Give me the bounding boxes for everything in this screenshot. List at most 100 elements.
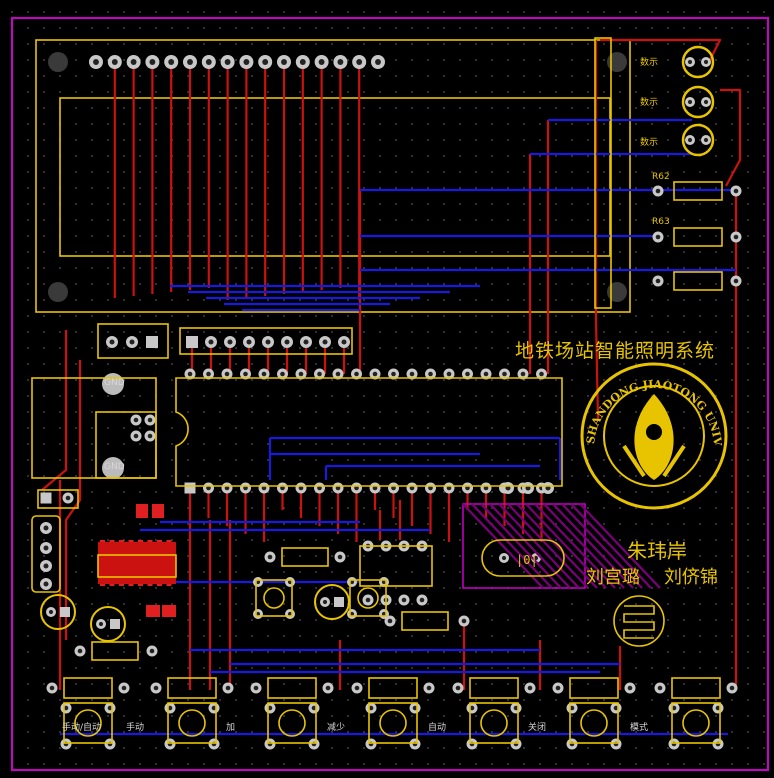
pad-hole (149, 59, 156, 65)
pad-hole (262, 59, 269, 65)
mount-hole (48, 282, 68, 302)
author-2: 刘宫璐 (586, 567, 640, 588)
pad-hole (298, 485, 304, 491)
hatch-line (579, 503, 661, 589)
smd-pad (136, 504, 148, 518)
right-trace (720, 88, 742, 187)
pad-hole (205, 59, 212, 65)
pad-hole (77, 648, 83, 654)
pad-hole (287, 579, 293, 585)
pad-hole (387, 618, 393, 624)
pad-hole (317, 485, 322, 491)
pad-hole (243, 371, 248, 377)
pad-hole (687, 59, 693, 65)
pad-hole (298, 371, 304, 377)
hatch-line (543, 503, 625, 589)
button-label: 自动 (428, 723, 447, 733)
pad-hole (446, 371, 452, 377)
pad-hole (267, 554, 273, 560)
pad-hole (455, 685, 461, 691)
pad-hole (354, 371, 359, 377)
small-button (349, 579, 387, 617)
button-label: 加 (226, 723, 236, 733)
resistor (673, 271, 723, 291)
pad-hole (341, 339, 347, 345)
pad-hole (555, 685, 561, 691)
pad-hole (354, 485, 359, 491)
logo-emblem-legs (622, 444, 686, 478)
pad-hole (224, 59, 231, 65)
pad-hole (381, 579, 387, 585)
pad-hole (372, 485, 378, 491)
hatch-line (570, 503, 652, 589)
ldr-zigzag (623, 605, 655, 639)
right-trace (600, 38, 722, 61)
pad-hole (261, 485, 267, 491)
crystal-mark: |0| (516, 553, 538, 567)
small-button-cap (357, 587, 379, 609)
pad-hole (539, 371, 544, 377)
pad-hole (655, 278, 661, 284)
pad-hole (43, 525, 49, 531)
push-button-cap (480, 709, 508, 737)
pad-hole (281, 59, 287, 65)
lower-trace (41, 330, 68, 491)
pad-hole (243, 485, 248, 491)
pad-hole (715, 705, 721, 711)
pad-hole (43, 581, 49, 587)
pad-hole (287, 611, 293, 617)
pad-hole (227, 339, 233, 345)
pad-hole (412, 705, 418, 711)
pad-hole (246, 339, 252, 345)
pad-hole (211, 705, 217, 711)
hatch-line (552, 503, 634, 589)
resistor-r63 (673, 227, 723, 247)
pad-hole (428, 371, 433, 377)
pad-hole (98, 621, 104, 627)
header-9pin (179, 327, 353, 355)
pad-hole (687, 137, 693, 143)
pad-square (184, 482, 196, 494)
hatch-line (498, 503, 580, 589)
pad-hole (483, 371, 489, 377)
mount-hole (607, 282, 627, 302)
pad-hole (187, 371, 193, 377)
crystal (481, 539, 565, 577)
pad-hole (280, 371, 285, 377)
button-label: 关闭 (528, 723, 547, 733)
bottom-layer-traces (60, 118, 736, 736)
pad-hole (428, 485, 433, 491)
pad-hole (687, 99, 693, 105)
author-3: 刘侪锦 (664, 567, 718, 588)
hatch-line (480, 503, 562, 589)
resistor-r5 (594, 37, 612, 309)
pad-hole (501, 555, 507, 561)
pad-hole (335, 485, 341, 491)
pad-hole (129, 339, 135, 345)
push-button-cap (580, 709, 608, 737)
smd-pad (162, 605, 176, 617)
pad-hole (63, 705, 69, 711)
board-title: 地铁场站智能照明系统 (515, 340, 716, 362)
university-logo: SHANDONG JIAOTONG UNIVERSITY (0, 0, 728, 510)
ref-r62: R62 (652, 172, 670, 182)
button-resistor (671, 677, 721, 699)
pad-hole (356, 59, 363, 65)
author-1: 朱玮岸 (627, 539, 687, 563)
button-label: 减少 (327, 723, 346, 733)
pad-hole (322, 339, 328, 345)
mount-hole (607, 52, 627, 72)
ref-r63: R63 (652, 217, 670, 227)
pad-hole (299, 59, 306, 65)
push-button-cap (74, 709, 102, 737)
pad-hole (409, 485, 415, 491)
pad-hole (243, 59, 250, 65)
pad-square (186, 336, 198, 348)
pad-hole (729, 685, 735, 691)
pad-hole (206, 485, 211, 491)
pad-hole (533, 555, 539, 561)
pad-hole (703, 59, 709, 65)
led (681, 45, 715, 79)
pad-hole (48, 609, 54, 615)
